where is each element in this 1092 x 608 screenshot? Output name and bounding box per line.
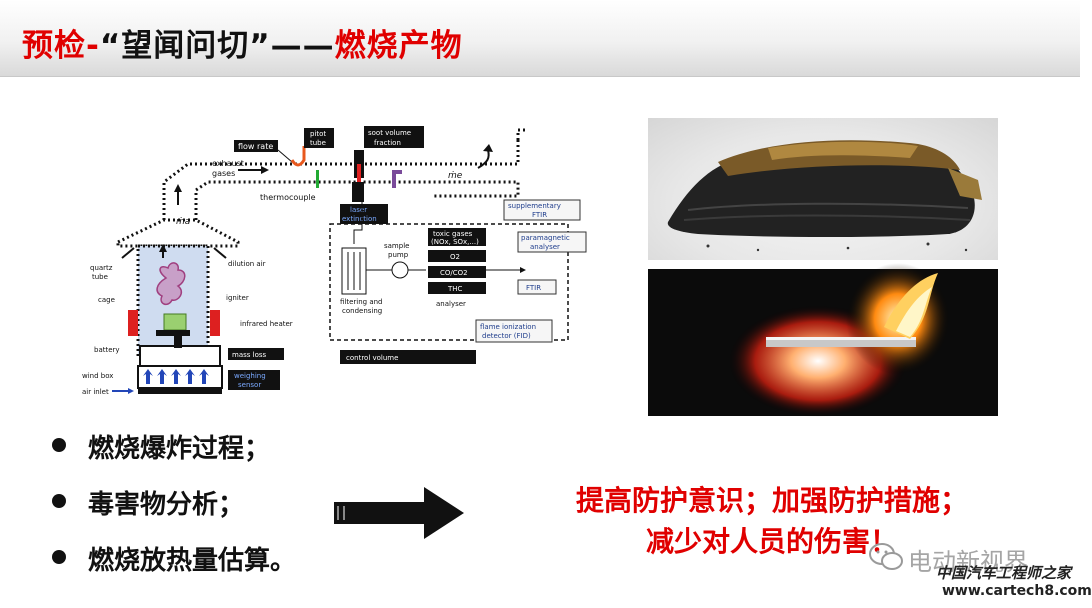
ftir-label: FTIR bbox=[526, 284, 541, 292]
watermark-brand: 电动新视界 bbox=[908, 548, 1028, 576]
m-a-label: ṁa bbox=[176, 217, 190, 227]
battery-label: battery bbox=[94, 346, 120, 354]
weighing-label-1: weighing bbox=[234, 372, 266, 380]
list-item-text: 燃烧爆炸过程； bbox=[88, 434, 271, 464]
flow-rate-label: flow rate bbox=[238, 142, 273, 151]
thc-label: THC bbox=[447, 285, 463, 293]
quartz-label-1: quartz bbox=[90, 264, 113, 272]
toxic-label-2: (NOx, SOx,...) bbox=[431, 238, 479, 246]
laser-label-2: extinction bbox=[342, 215, 377, 223]
analyser-label: analyser bbox=[436, 300, 466, 308]
thermocouple-label: thermocouple bbox=[260, 193, 316, 202]
watermark-url: www.cartech8.com bbox=[942, 583, 1092, 599]
dilution-air-label: dilution air bbox=[228, 260, 266, 268]
bullet-dot-icon bbox=[52, 494, 66, 508]
quartz-label-2: tube bbox=[92, 273, 108, 281]
page-title: 预检-“望闻问切”——燃烧产物 bbox=[22, 20, 463, 65]
para-label-1: paramagnetic bbox=[521, 234, 570, 242]
filtering-label-2: condensing bbox=[342, 307, 382, 315]
wind-box-label: wind box bbox=[82, 372, 113, 380]
wind-box-arrows bbox=[143, 369, 209, 384]
cage-label: cage bbox=[98, 296, 115, 304]
combustion-apparatus-diagram: ṁa ṁe exhaust gases flow rate pitot tube… bbox=[82, 126, 587, 396]
sample-pump-icon bbox=[391, 261, 409, 279]
para-label-2: analyser bbox=[530, 243, 560, 251]
heater-left-icon bbox=[128, 310, 138, 336]
control-volume-box bbox=[329, 223, 569, 341]
flow-rate-box bbox=[234, 140, 278, 152]
conclusion-line-1: 提高防护意识；加强防护措施； bbox=[575, 484, 968, 517]
cage-icon bbox=[163, 313, 187, 331]
pitot-label-1: pitot bbox=[310, 130, 326, 138]
laser-beam-icon bbox=[357, 164, 361, 182]
supp-label-2: FTIR bbox=[532, 211, 547, 219]
pitot-tube-icon bbox=[290, 146, 306, 167]
igniter-label: igniter bbox=[226, 294, 249, 302]
exhaust-label-1: exhaust bbox=[212, 159, 244, 168]
sample-label-2: pump bbox=[388, 251, 409, 259]
wechat-icon bbox=[869, 543, 903, 570]
soot-label-1: soot volume bbox=[368, 129, 411, 137]
exhaust-label-2: gases bbox=[212, 169, 235, 178]
co-co2-label: CO/CO2 bbox=[440, 269, 468, 277]
mass-loss-label: mass loss bbox=[232, 351, 267, 359]
sample-label-1: sample bbox=[384, 242, 409, 250]
infrared-heater-label: infrared heater bbox=[240, 320, 293, 328]
air-inlet-label: air inlet bbox=[82, 388, 109, 396]
m-e-label: ṁe bbox=[448, 171, 463, 181]
fid-label-1: flame ionization bbox=[480, 323, 536, 331]
right-arrow-icon bbox=[334, 487, 464, 539]
weighing-label-2: sensor bbox=[238, 381, 261, 389]
o2-label: O2 bbox=[450, 253, 460, 261]
title-part-topic: 燃烧产物 bbox=[334, 28, 463, 64]
watermark-cn: 中国汽车工程师之家 bbox=[936, 564, 1072, 582]
title-part-pre: 预检- bbox=[22, 28, 100, 64]
title-part-quote: “望闻问切”—— bbox=[99, 28, 335, 64]
pitot-label-2: tube bbox=[310, 139, 326, 147]
thermocouple-icon bbox=[316, 170, 319, 188]
burnt-battery-photo bbox=[648, 118, 998, 260]
fid-label-2: detector (FID) bbox=[482, 332, 531, 340]
control-volume-label: control volume bbox=[346, 354, 398, 362]
flame-icon bbox=[156, 262, 186, 306]
toxic-label-1: toxic gases bbox=[433, 230, 473, 238]
laser-label-1: laser bbox=[350, 206, 367, 214]
list-item-text: 毒害物分析； bbox=[88, 490, 245, 520]
bullet-dot-icon bbox=[52, 438, 66, 452]
conclusion-text: 提高防护意识；加强防护措施； 减少对人员的伤害！ bbox=[512, 480, 1032, 562]
burning-battery-photo bbox=[648, 263, 998, 417]
title-bar: 预检-“望闻问切”——燃烧产物 bbox=[0, 0, 1080, 77]
filtering-label-1: filtering and bbox=[340, 298, 383, 306]
conclusion-line-2: 减少对人员的伤害！ bbox=[645, 525, 898, 558]
sample-probe-icon bbox=[392, 170, 402, 188]
bullet-dot-icon bbox=[52, 550, 66, 564]
heater-right-icon bbox=[210, 310, 220, 336]
soot-label-2: fraction bbox=[374, 139, 401, 147]
supp-label-1: supplementary bbox=[508, 202, 561, 210]
list-item-text: 燃烧放热量估算。 bbox=[88, 546, 297, 576]
